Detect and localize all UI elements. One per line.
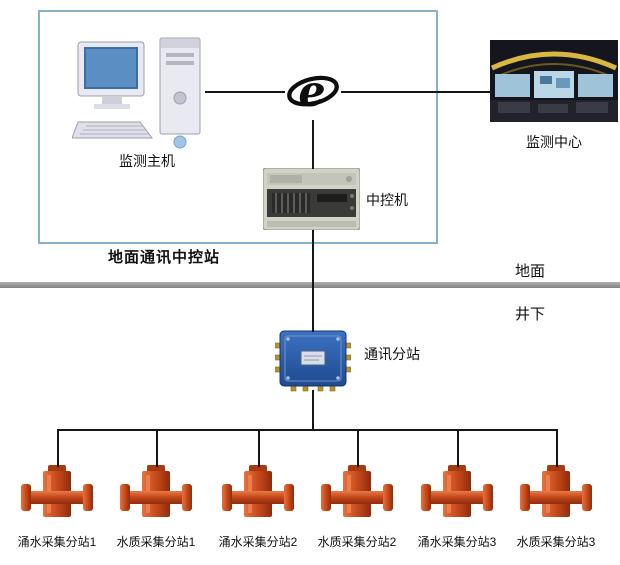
station-label: 涌水采集分站3 [417,535,497,549]
flow-meter-icon [21,465,93,523]
rack-server-icon [262,167,361,235]
monitoring-center-label: 监测中心 [526,134,582,150]
station-2: 水质采集分站1 [108,465,204,550]
flow-meter-icon [520,465,592,523]
surface-label: 地面 [515,263,546,280]
station-3: 涌水采集分站2 [210,465,306,550]
drop-line-1 [57,429,59,467]
drop-line-2 [156,429,158,467]
station-6: 水质采集分站3 [508,465,604,550]
station-label: 涌水采集分站2 [218,535,298,549]
flow-meter-icon [222,465,294,523]
substation-label: 通讯分站 [364,346,420,362]
flow-meter-icon [120,465,192,523]
control-room-photo [490,40,618,127]
control-machine-label: 中控机 [366,192,408,208]
flow-meter-icon [321,465,393,523]
connector-host-internet-center [205,91,492,93]
connector-internet-to-control [312,120,314,169]
underground-label: 井下 [515,306,546,323]
station-label: 涌水采集分站1 [17,535,97,549]
ground-station-label: 地面通讯中控站 [108,249,221,266]
connector-substation-to-bus [312,390,314,431]
drop-line-3 [258,429,260,467]
surface-divider [0,282,620,288]
desktop-computer-icon [71,36,222,156]
flow-meter-icon [421,465,493,523]
ground-station-frame [38,10,438,244]
connector-control-to-substation [312,230,314,332]
bus-line [58,429,558,431]
drop-line-6 [556,429,558,467]
drop-line-5 [457,429,459,467]
station-1: 涌水采集分站1 [9,465,105,550]
station-label: 水质采集分站2 [317,535,397,549]
station-label: 水质采集分站3 [516,535,596,549]
station-4: 水质采集分站2 [309,465,405,550]
monitoring-host-label: 监测主机 [119,153,175,169]
drop-line-4 [357,429,359,467]
junction-box-icon [274,330,352,397]
svg-text:e: e [298,67,325,117]
internet-explorer-icon: e [285,64,341,120]
station-5: 涌水采集分站3 [409,465,505,550]
station-label: 水质采集分站1 [116,535,196,549]
